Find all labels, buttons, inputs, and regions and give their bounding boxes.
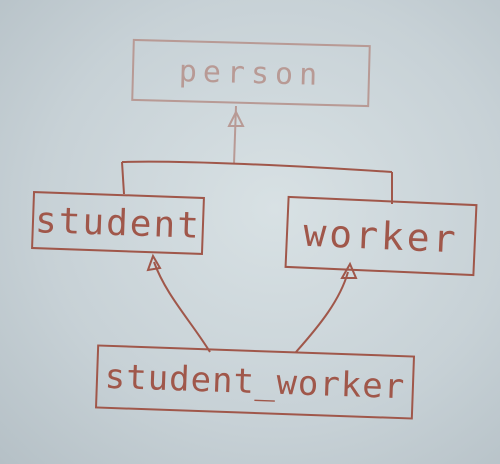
class-label-student: student (34, 199, 202, 247)
edge-studentworker-to-worker (295, 271, 349, 353)
class-node-person: person (131, 38, 371, 108)
class-node-worker: worker (284, 195, 478, 277)
edge-bus-to-student (121, 161, 125, 195)
edge-person-stem (233, 105, 237, 165)
class-node-student-worker: student_worker (94, 344, 416, 420)
edge-bus-line (121, 160, 393, 173)
class-node-student: student (31, 191, 205, 255)
class-label-student-worker: student_worker (104, 356, 406, 408)
edge-studentworker-to-student (153, 261, 211, 353)
inheritance-arrowhead-person (227, 109, 245, 127)
class-label-person: person (178, 53, 324, 93)
inheritance-arrowhead-worker (340, 261, 358, 279)
inheritance-arrowhead-student (146, 253, 162, 272)
class-label-worker: worker (302, 210, 460, 262)
